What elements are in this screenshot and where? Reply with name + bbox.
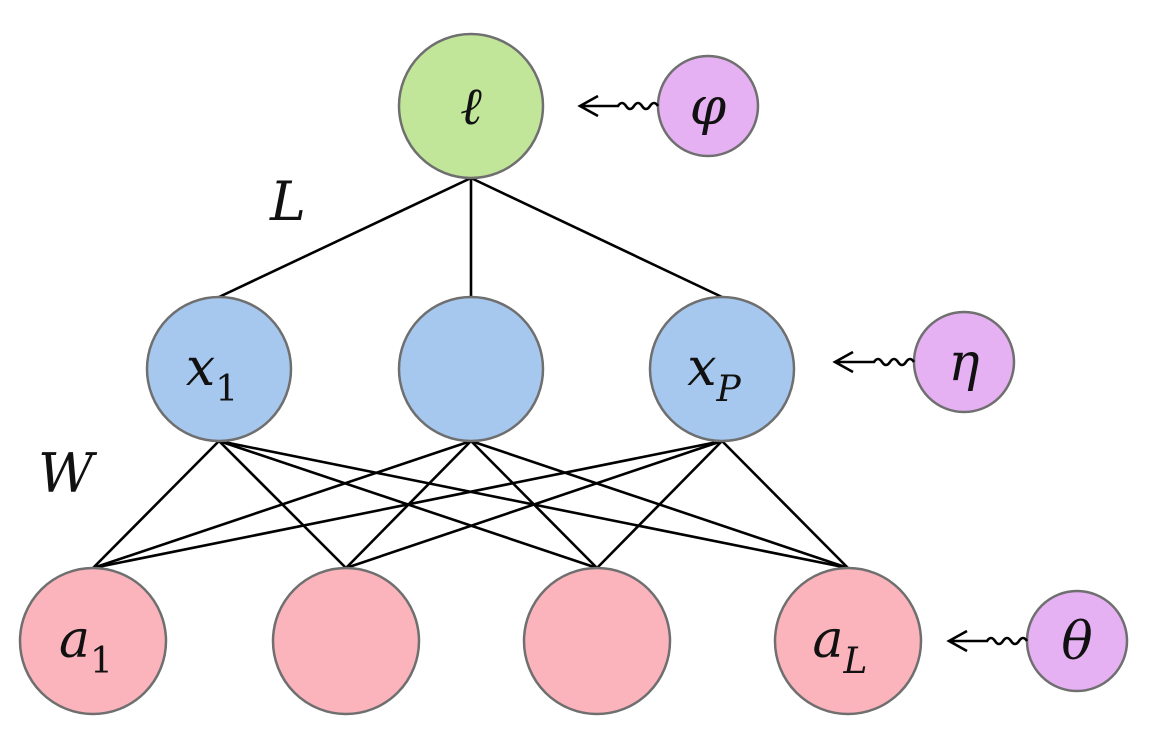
loss-node: ℓ	[397, 32, 545, 180]
edge-h2-a1	[92, 439, 472, 570]
loss-node-circle	[397, 32, 545, 180]
param-phi: φ	[577, 54, 760, 158]
input-node-1-label: a1	[59, 610, 113, 682]
edge-label-upper: L	[269, 170, 306, 233]
param-theta-label: θ	[1061, 612, 1092, 672]
hidden-node-2-circle	[397, 295, 545, 443]
input-node-2	[271, 566, 421, 716]
hidden-node-3: xP	[648, 295, 796, 443]
param-eta: η	[832, 310, 1016, 414]
input-node-1-circle	[18, 566, 168, 716]
squiggly-arrow-eta	[832, 350, 916, 374]
edge-h1-a1	[92, 440, 220, 569]
input-node-2-circle	[271, 566, 421, 716]
input-node-4-label: aL	[813, 610, 868, 682]
param-theta: θ	[946, 589, 1129, 693]
hidden-input-edges	[92, 439, 849, 570]
edge-label-lower: W	[38, 442, 98, 505]
edge-h3-a4	[721, 440, 849, 569]
hidden-node-1: x1	[145, 295, 293, 443]
input-node-3	[522, 566, 672, 716]
param-phi-label: φ	[690, 77, 727, 137]
edge-h3-a1	[92, 439, 723, 570]
loss-node-label: ℓ	[460, 77, 482, 137]
edge-h3-a3	[596, 440, 723, 569]
squiggly-arrow-phi	[577, 94, 660, 118]
input-node-4: aL	[773, 566, 923, 716]
input-node-1: a1	[18, 566, 168, 716]
edge-loss-hidden-3	[470, 176, 723, 299]
loss-hidden-edges	[218, 176, 723, 299]
hidden-node-2	[397, 295, 545, 443]
input-node-4-circle	[773, 566, 923, 716]
hidden-node-1-label: x1	[186, 338, 238, 410]
hidden-node-3-label: xP	[687, 338, 741, 410]
edge-loss-hidden-1	[218, 176, 472, 299]
edge-h3-a2	[345, 439, 723, 570]
hidden-node-1-circle	[145, 295, 293, 443]
input-nodes: a1 aL	[18, 566, 923, 716]
hidden-node-3-circle	[648, 295, 796, 443]
input-node-3-circle	[522, 566, 672, 716]
param-eta-label: η	[948, 333, 979, 393]
hidden-nodes: x1 xP	[145, 295, 796, 443]
squiggly-arrow-theta	[946, 629, 1029, 653]
